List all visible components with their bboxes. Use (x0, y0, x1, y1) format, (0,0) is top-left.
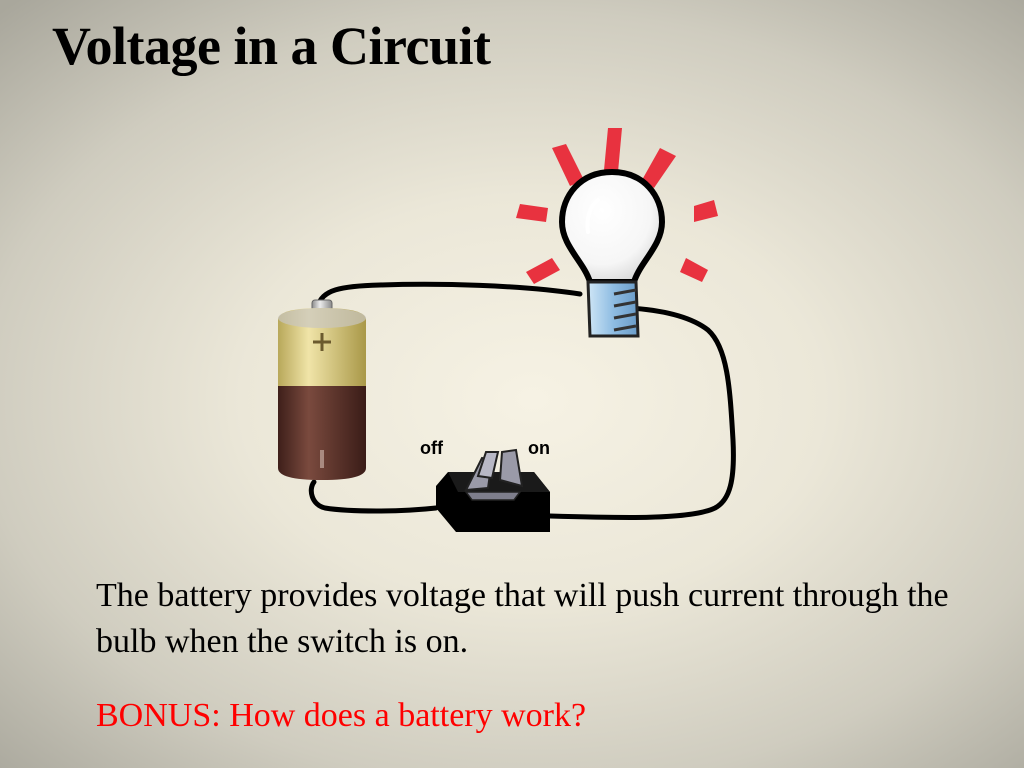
switch-off-label: off (420, 438, 444, 458)
slide-title: Voltage in a Circuit (52, 16, 491, 76)
body-text: The battery provides voltage that will p… (96, 577, 949, 660)
light-ray-icon (516, 128, 718, 284)
battery-icon (278, 299, 366, 480)
toggle-switch-icon (436, 448, 550, 532)
bonus-question: BONUS: How does a battery work? (96, 697, 587, 734)
light-bulb-icon (558, 168, 666, 338)
circuit-wire (308, 281, 736, 521)
switch-on-label: on (528, 438, 550, 458)
